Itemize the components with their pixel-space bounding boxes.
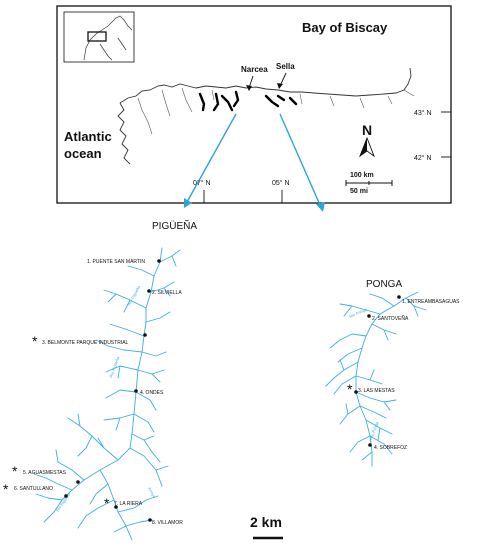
zoom-arrows (184, 113, 325, 212)
site-label: 6. SANTULLANO (14, 486, 53, 492)
site-label: 1. PUENTE SAN MARTIN (87, 259, 145, 265)
bay-label: Bay of Biscay (302, 20, 388, 35)
ponga-title: PONGA (366, 279, 402, 290)
site-label: 3. BELMONTE PARQUE INDUSTRIAL (42, 340, 129, 346)
site-marker (114, 505, 118, 509)
ponga-site: 4. SOBREFOZ (368, 443, 407, 451)
site-label: 1. ENTREAMBASAGUAS (402, 299, 460, 305)
svg-text:Río Ponga: Río Ponga (368, 420, 379, 440)
sella-pointer-head (277, 83, 283, 89)
site-marker (76, 480, 80, 484)
narcea-pointer-head (246, 85, 252, 91)
site-label: 2. SILVIELLA (152, 290, 182, 296)
pigueña-title: PIGÜEÑA (152, 219, 197, 232)
pigueña-site: 4. ONDES (134, 389, 164, 396)
site-star: * (12, 463, 18, 479)
pigueña-sites: 1. PUENTE SAN MARTIN 2. SILVIELLA * 3. B… (3, 259, 183, 526)
arrow-head-ponga (316, 202, 325, 212)
site-marker (134, 389, 138, 393)
arrow-to-pigueña (186, 113, 237, 203)
site-label: 4. SOBREFOZ (374, 445, 407, 451)
pigueña-site: 2. SILVIELLA (147, 289, 182, 296)
north-label: N (362, 122, 372, 138)
svg-text:Río Pigüeña: Río Pigüeña (126, 284, 141, 306)
ocean-label-line2: ocean (64, 146, 102, 161)
pigueña-site: * 5. AGUASMESTAS (12, 463, 80, 484)
river-label-narcea: Narcea (241, 65, 268, 74)
site-label: 8. VILLAMOR (152, 520, 183, 526)
site-star: * (3, 481, 9, 497)
lon-07-label: 07° N (193, 179, 211, 187)
pigueña-site: 8. VILLAMOR (148, 518, 183, 526)
lon-05-label: 05° N (272, 179, 290, 187)
svg-text:Arroyo: Arroyo (147, 486, 157, 499)
north-arrow-fill (360, 138, 367, 156)
inset-highlight (87, 31, 107, 42)
basin-highlights (198, 90, 298, 112)
ponga-site: 2. SANTOVEÑA (367, 314, 409, 322)
lat-43-label: 43° N (414, 109, 432, 117)
site-label: 4. ONDES (140, 390, 164, 396)
site-star: * (347, 381, 353, 397)
site-marker (368, 443, 372, 447)
site-marker (148, 518, 152, 522)
pigueña-site: * 7. LA RIERA (104, 495, 143, 511)
ponga-stream-names: Río Ponga Río Ponga (348, 306, 379, 440)
site-star: * (104, 495, 110, 511)
pigueña-network (33, 247, 181, 541)
pigueña-site: * 3. BELMONTE PARQUE INDUSTRIAL (32, 333, 147, 349)
pigueña-site: * 6. SANTULLANO (3, 481, 68, 498)
pigueña-site: 1. PUENTE SAN MARTIN (87, 259, 161, 265)
inland-drainage (137, 87, 415, 135)
ponga-site: * 3. LAS MESTAS (347, 381, 395, 397)
site-label: 7. LA RIERA (114, 501, 143, 507)
ocean-label-line1: Atlantic (64, 129, 112, 144)
ponga-site: 1. ENTREAMBASAGUAS (397, 295, 460, 305)
river-label-sella: Sella (276, 62, 295, 71)
scale-bar-label: 2 km (250, 514, 282, 530)
site-marker (397, 295, 401, 299)
arrow-head-pigueña (184, 198, 192, 208)
site-marker (157, 259, 161, 263)
site-marker (354, 390, 358, 394)
site-marker (367, 314, 371, 318)
ponga-network (325, 291, 427, 467)
site-label: 3. LAS MESTAS (358, 388, 395, 394)
ponga-sites: 1. ENTREAMBASAGUAS 2. SANTOVEÑA * 3. LAS… (347, 295, 460, 451)
site-marker (64, 494, 68, 498)
inset-locator (63, 11, 135, 63)
overview-scale-bar (345, 180, 393, 186)
overview-scale-mi: 50 mi (350, 188, 368, 195)
site-marker (143, 333, 147, 337)
west-coast (117, 102, 131, 165)
site-label: 2. SANTOVEÑA (372, 315, 409, 322)
overview-scale-km: 100 km (350, 172, 374, 179)
site-marker (147, 289, 151, 293)
svg-text:Río Pigüeña: Río Pigüeña (55, 491, 72, 513)
site-label: 5. AGUASMESTAS (23, 470, 67, 476)
lat-42-label: 42° N (414, 154, 432, 162)
site-star: * (32, 333, 38, 349)
arrow-to-ponga (279, 113, 321, 206)
